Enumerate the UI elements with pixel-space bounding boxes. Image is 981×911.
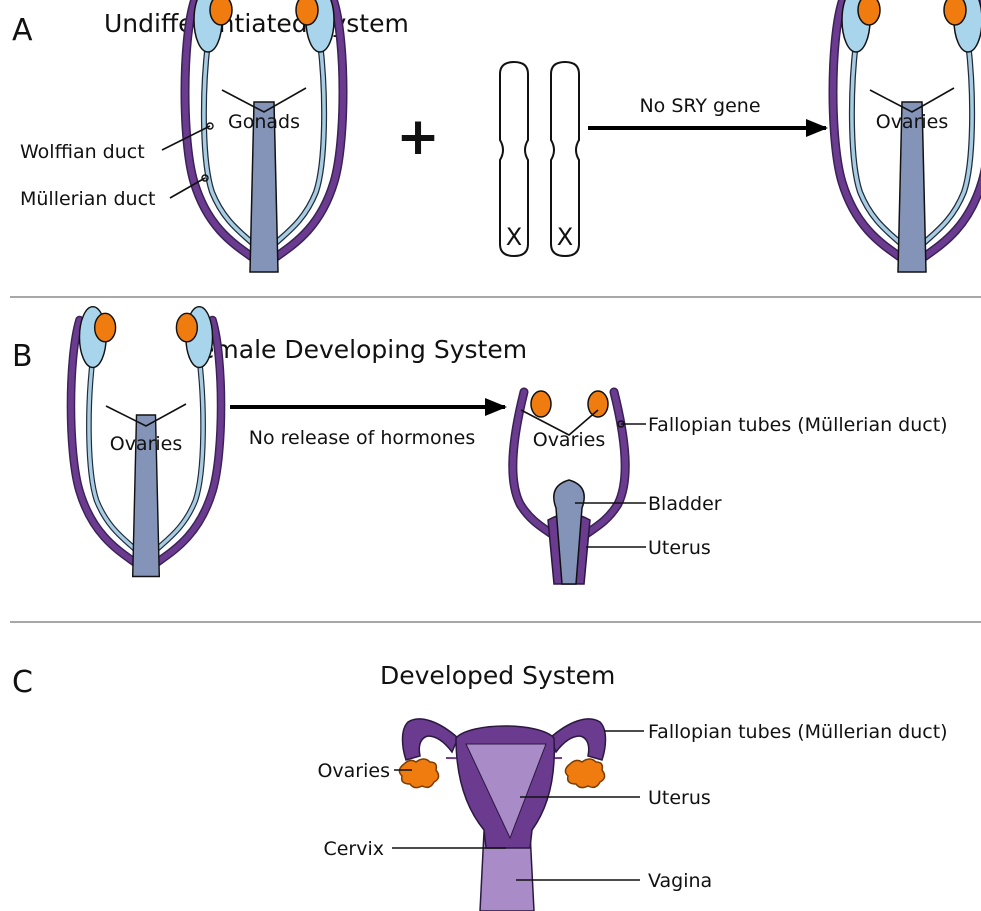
ovary-b-right <box>588 391 608 417</box>
panel-b-letter: B <box>12 339 33 374</box>
uterus-c-label: Uterus <box>648 787 711 809</box>
panel-b-title: Female Developing System <box>186 335 527 364</box>
ovary-c-right <box>565 759 604 788</box>
gonads-label: Gonads <box>228 111 300 133</box>
uterus-b-label: Uterus <box>648 537 711 559</box>
no-sry-label: No SRY gene <box>639 95 760 117</box>
fallopian-tube-right <box>550 719 606 760</box>
female-developing-illustration <box>513 391 625 584</box>
mullerian-label: Müllerian duct <box>20 188 156 210</box>
fallopian-c-label: Fallopian tubes (Müllerian duct) <box>648 721 948 743</box>
plus-sign: + <box>396 107 440 167</box>
ovaries-b-start-label: Ovaries <box>110 433 183 455</box>
bladder-label: Bladder <box>648 493 722 515</box>
panel-c-letter: C <box>12 665 33 700</box>
panel-c: C Developed System Fallopian tubes (Müll… <box>12 661 948 911</box>
panel-b: B Female Developing System Ovaries No re… <box>12 307 948 584</box>
fallopian-tube-left <box>403 719 459 760</box>
ovaries-result-illustration <box>833 0 981 272</box>
panel-a-letter: A <box>12 13 33 48</box>
undifferentiated-system-illustration <box>185 0 343 272</box>
panel-a-title: Undifferentiated System <box>104 9 409 38</box>
ovary-c-left <box>399 759 438 788</box>
developed-system-illustration <box>399 719 605 911</box>
wolffian-label: Wolffian duct <box>20 141 145 163</box>
panel-a: A Undifferentiated System Gonads Wolffia… <box>12 0 981 272</box>
x-chromosome-2-label: X <box>557 223 573 251</box>
vagina-label: Vagina <box>648 870 712 892</box>
no-hormones-label: No release of hormones <box>249 427 475 449</box>
ovaries-c-label: Ovaries <box>317 760 390 782</box>
panel-c-title: Developed System <box>380 661 615 690</box>
fallopian-b-label: Fallopian tubes (Müllerian duct) <box>648 414 948 436</box>
ovaries-a-label: Ovaries <box>876 111 949 133</box>
x-chromosome-1-label: X <box>506 223 522 251</box>
ovary-b-left <box>531 391 551 417</box>
cervix-label: Cervix <box>323 838 384 860</box>
ovaries-b-label: Ovaries <box>533 429 606 451</box>
x-chromosome-pair: X X <box>500 62 579 256</box>
